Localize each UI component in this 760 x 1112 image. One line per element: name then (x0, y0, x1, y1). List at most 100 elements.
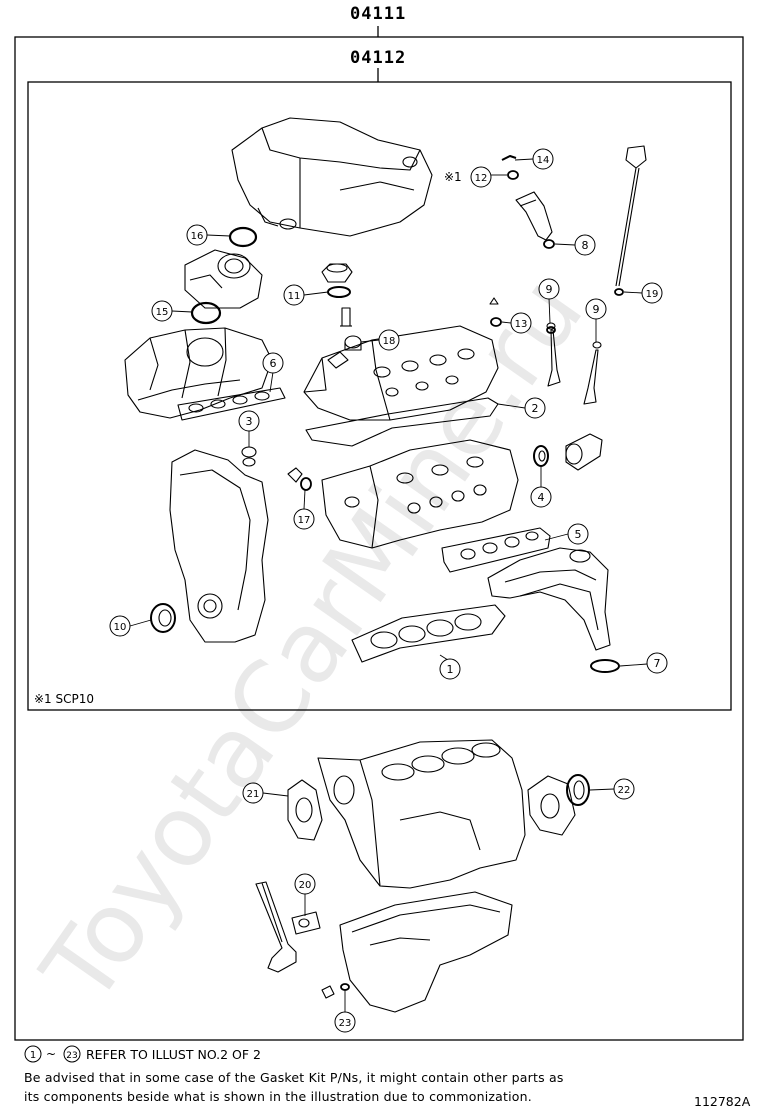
cylinder-head (321, 439, 519, 549)
valve-seal-9a (546, 326, 556, 334)
intake-manifold (124, 327, 273, 419)
o-ring-19 (614, 288, 624, 296)
oil-level-dipstick (615, 145, 647, 287)
rear-oil-seal-retainer (527, 775, 576, 836)
callout-18-number: 18 (383, 336, 396, 347)
callout-21-number: 21 (247, 789, 260, 800)
callout-9b-number: 9 (593, 303, 600, 316)
callout-1-number: 1 (447, 663, 454, 676)
callout-14: 14 (532, 148, 554, 170)
callout-3-number: 3 (246, 415, 253, 428)
callout-8-number: 8 (582, 239, 589, 252)
o-ring-14 (501, 155, 517, 161)
callout-17-number: 17 (298, 515, 311, 526)
callout-4: 4 (530, 486, 552, 508)
fuel-injector (515, 191, 553, 241)
callout-12-mark: ※1 (444, 170, 462, 184)
inner-kit-code: 04112 (350, 48, 407, 68)
callout-8: 8 (574, 234, 596, 256)
callout-7: 7 (646, 652, 668, 674)
footer-ref-tilde: ~ (46, 1047, 56, 1061)
callout-13-number: 13 (515, 319, 528, 330)
callout-13: 13 (510, 312, 532, 334)
drain-plug (321, 985, 335, 999)
timing-gasket-21 (287, 779, 323, 841)
throttle-body (184, 249, 263, 309)
callout-11: 11 (283, 284, 305, 306)
callout-16-number: 16 (191, 231, 204, 242)
callout-10-number: 10 (114, 622, 127, 633)
camshaft-sprocket (565, 433, 603, 471)
intake-plenum (231, 117, 433, 237)
bracket-17 (287, 467, 303, 483)
callout-2: 2 (524, 397, 546, 419)
inner-kit-frame (27, 68, 732, 711)
pcv-grommet-18 (344, 335, 362, 351)
pcv-valve (340, 307, 352, 327)
oil-filler-cap (321, 263, 353, 283)
callout-17: 17 (293, 508, 315, 530)
callout-9a-number: 9 (546, 283, 553, 296)
strainer-gasket-20 (291, 911, 321, 935)
injector-o-ring-8 (543, 239, 555, 249)
callout-7-number: 7 (654, 657, 661, 670)
intake-manifold-gasket (177, 387, 286, 421)
callout-12-number: 12 (475, 173, 488, 184)
callout-10: 10 (109, 615, 131, 637)
callout-1: 1 (439, 658, 461, 680)
cylinder-head-gasket (351, 604, 506, 663)
refer-text: REFER TO ILLUST NO.2 OF 2 (86, 1047, 261, 1062)
callout-6: 6 (262, 352, 284, 374)
callout-19-number: 19 (646, 289, 659, 300)
advisory-line-2: its components beside what is shown in t… (24, 1089, 532, 1104)
filler-cap-gasket-11 (327, 286, 351, 298)
illustration-id: 112782A (694, 1094, 751, 1109)
outer-kit-code: 04111 (350, 4, 407, 24)
oil-seal-10 (150, 603, 176, 633)
callout-6-number: 6 (270, 357, 277, 370)
callout-20: 20 (294, 873, 316, 895)
head-cover-gasket (305, 397, 499, 447)
o-ring-15 (190, 301, 222, 325)
exhaust-gasket-7 (590, 659, 620, 673)
gasket-3 (241, 446, 257, 467)
callout-11-number: 11 (288, 291, 301, 302)
callout-21: 21 (242, 782, 264, 804)
injector-insulator-12 (507, 170, 519, 180)
watermark: ToyotaCarMine.ru (21, 257, 606, 1025)
oil-pan (339, 891, 513, 1013)
callout-12: ※1 12 (444, 166, 492, 188)
grommet-13 (489, 297, 502, 327)
o-ring-16 (228, 226, 258, 248)
callout-5-number: 5 (575, 528, 582, 541)
exhaust-manifold (487, 547, 611, 651)
drain-plug-gasket-23 (340, 983, 350, 991)
footer-ref-end: 23 (63, 1045, 81, 1063)
callout-5: 5 (567, 523, 589, 545)
inner-box-note: ※1 SCP10 (34, 692, 95, 706)
oil-strainer (255, 881, 297, 973)
callout-23: 23 (334, 1011, 356, 1033)
cylinder-block (317, 739, 526, 889)
footer-ref-end-number: 23 (66, 1051, 77, 1061)
callout-4-number: 4 (538, 491, 545, 504)
callout-15-number: 15 (156, 307, 169, 318)
callout-14-number: 14 (537, 155, 550, 166)
callout-15: 15 (151, 300, 173, 322)
callout-9a: 9 (538, 278, 560, 300)
callout-18: 18 (378, 329, 400, 351)
callout-9b: 9 (585, 298, 607, 320)
exhaust-manifold-gasket (441, 527, 551, 573)
callout-16: 16 (186, 224, 208, 246)
timing-chain-cover (169, 449, 269, 643)
callout-2-number: 2 (532, 402, 539, 415)
footer-ref-start: 1 (24, 1045, 42, 1063)
outer-kit-frame (14, 26, 744, 1041)
callout-22-number: 22 (618, 785, 631, 796)
valve-9a (546, 322, 561, 387)
gasket-17 (300, 477, 312, 491)
advisory-line-1: Be advised that in some case of the Gask… (24, 1070, 564, 1085)
callout-20-number: 20 (299, 880, 312, 891)
camshaft-oil-seal (533, 445, 549, 467)
